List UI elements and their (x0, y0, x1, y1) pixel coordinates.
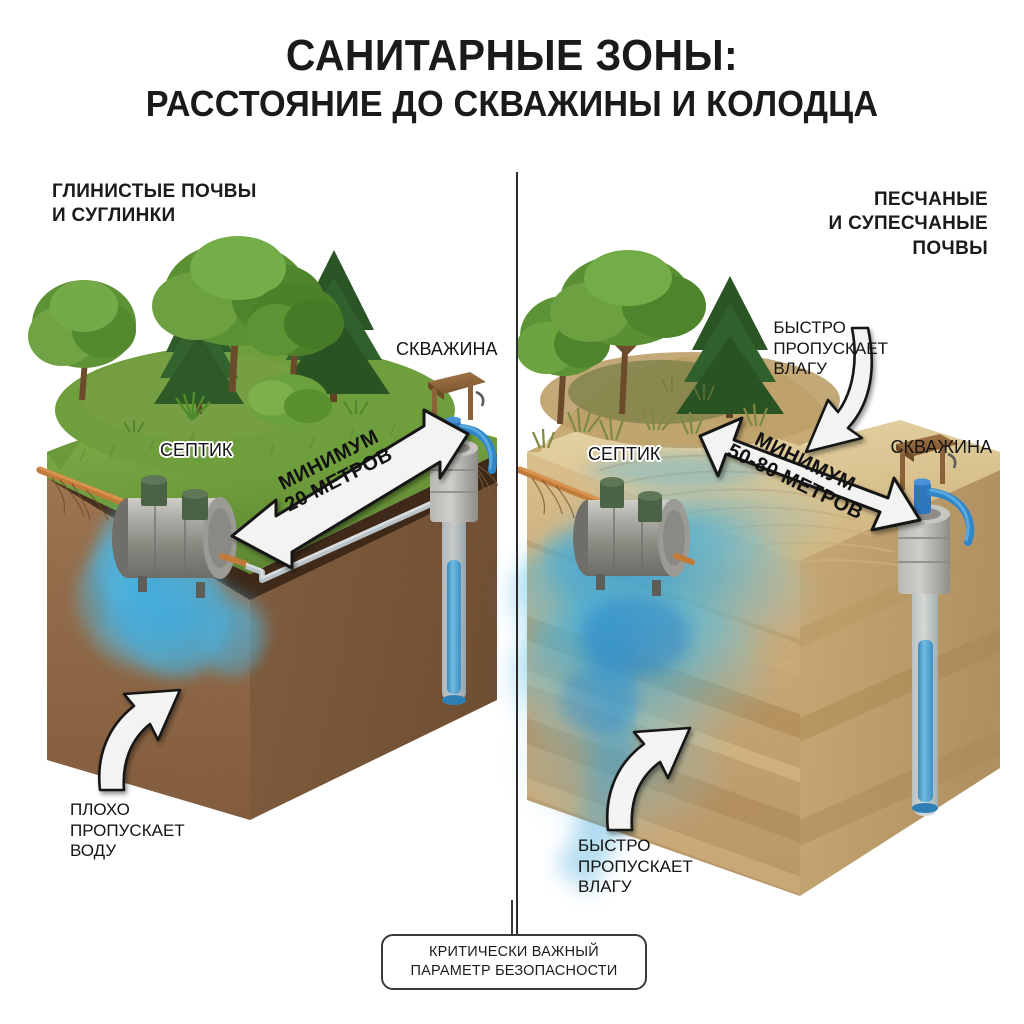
left-permeability-note: ПЛОХО ПРОПУСКАЕТ ВОДУ (70, 800, 185, 861)
right-septic-tank (573, 477, 695, 596)
left-septic-label: СЕПТИК (160, 440, 233, 460)
left-vegetation (28, 236, 390, 433)
right-contamination-plume (510, 453, 830, 893)
right-permeability-note-bottom: БЫСТРО ПРОПУСКАЕТ ВЛАГУ (578, 836, 693, 897)
left-soil-block (36, 344, 499, 820)
right-vegetation (516, 250, 784, 449)
right-well-label: СКВАЖИНА (890, 437, 992, 457)
left-well-label: СКВАЖИНА (396, 339, 498, 359)
left-septic-tank (112, 475, 249, 598)
right-septic-label: СЕПТИК (588, 444, 661, 464)
left-distance-label: МИНИМУМ 20 МЕТРОВ (275, 425, 397, 517)
right-permeability-note-top: БЫСТРО ПРОПУСКАЕТ ВЛАГУ (773, 318, 888, 379)
safety-caption-box: КРИТИЧЕСКИ ВАЖНЫЙ ПАРАМЕТР БЕЗОПАСНОСТИ (381, 934, 647, 990)
page-title: САНИТАРНЫЕ ЗОНЫ: РАССТОЯНИЕ ДО СКВАЖИНЫ … (0, 31, 1024, 124)
title-line-2: РАССТОЯНИЕ ДО СКВАЖИНЫ И КОЛОДЦА (145, 82, 879, 124)
panel-divider (516, 172, 518, 934)
right-distance-label: МИНИМУМ 50-80 МЕТРОВ (723, 428, 867, 525)
safety-caption-text: КРИТИЧЕСКИ ВАЖНЫЙ ПАРАМЕТР БЕЗОПАСНОСТИ (410, 943, 618, 979)
right-panel-heading: ПЕСЧАНЫЕ И СУПЕСЧАНЫЕ ПОЧВЫ (828, 189, 988, 259)
right-well (896, 434, 975, 816)
left-contamination-plume (76, 512, 273, 682)
right-permeability-arrow (606, 726, 692, 832)
left-permeability-arrow (97, 688, 182, 792)
left-well (428, 372, 499, 705)
title-line-1: САНИТАРНЫЕ ЗОНЫ: (285, 31, 739, 80)
left-panel-heading: ГЛИНИСТЫЕ ПОЧВЫ И СУГЛИНКИ (52, 181, 257, 227)
